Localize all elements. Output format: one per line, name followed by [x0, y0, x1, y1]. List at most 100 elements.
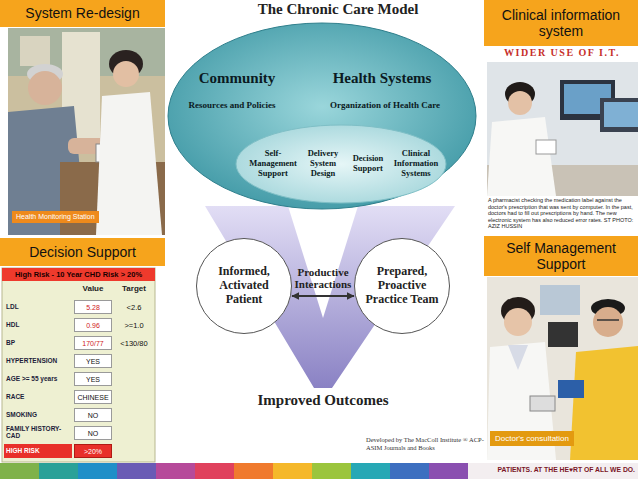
section-label: System Re-design — [0, 0, 165, 27]
photo-caption-tag: Health Monitoring Station — [12, 211, 99, 223]
consultation-photo-shape — [570, 346, 638, 460]
node-text: Self Management Support — [490, 240, 632, 272]
footer-stripes-shape — [312, 463, 351, 479]
section-label: Decision Support — [0, 238, 165, 266]
section-label: Self Management Support — [484, 236, 638, 276]
consultation-photo-shape — [508, 345, 528, 370]
row-label: RACE — [4, 390, 72, 404]
credit-note: Developed by The MacColl Institute ® ACP… — [366, 436, 484, 452]
consultation-photo — [487, 277, 638, 460]
diagram-title: The Chronic Care Model — [238, 1, 438, 18]
footer-stripes-shape — [390, 463, 429, 479]
row-label: HDL — [4, 318, 72, 332]
health-station-photo-shape — [28, 71, 62, 105]
value-cell: YES — [74, 372, 112, 386]
pharmacist-photo-shape — [487, 117, 556, 196]
node-text: Community — [185, 70, 289, 87]
node-text: Clinical Information Systems — [391, 149, 441, 178]
value-cell: 170/77 — [74, 336, 112, 350]
pharmacist-photo-shape — [536, 140, 556, 154]
ellipse-outline — [168, 23, 476, 209]
column-header: Value — [74, 284, 112, 293]
node-text: Informed, Activated Patient — [203, 265, 285, 306]
value-cell: 5.28 — [74, 300, 112, 314]
node-text: High Risk - 10 Year CHD Risk > 20% — [4, 270, 153, 279]
pharmacist-photo — [487, 62, 638, 196]
target-cell: <130/80 — [115, 336, 153, 350]
value-cell: YES — [74, 354, 112, 368]
footer-stripes-shape — [429, 463, 468, 479]
footer-stripes-shape — [0, 463, 39, 479]
risk-table-panel — [2, 268, 155, 462]
row-label: HIGH RISK — [4, 444, 72, 458]
node-text: Self-Management Support — [247, 149, 299, 178]
section-label: Clinical information system — [484, 0, 638, 46]
footer-stripes-shape — [351, 463, 390, 479]
row-label: SMOKING — [4, 408, 72, 422]
health-station-photo — [8, 28, 165, 235]
health-station-photo-shape — [20, 36, 50, 66]
row-label: LDL — [4, 300, 72, 314]
node-text: Decision Support — [347, 154, 389, 174]
footer-stripes-shape — [195, 463, 234, 479]
team-circle: Prepared, Proactive Practice Team — [354, 238, 450, 334]
consultation-photo-shape — [540, 285, 580, 315]
value-cell: 0.96 — [74, 318, 112, 332]
footer-stripes-shape — [156, 463, 195, 479]
node-text: Delivery System Design — [301, 149, 345, 178]
health-station-photo-shape — [113, 61, 139, 87]
row-label: FAMILY HISTORY-CAD — [4, 426, 72, 440]
outcome-text: Improved Outcomes — [233, 392, 413, 409]
risk-header-band: High Risk - 10 Year CHD Risk > 20% — [2, 268, 155, 281]
footer-stripes-shape — [117, 463, 156, 479]
consultation-photo-shape — [597, 319, 619, 321]
value-cell: NO — [74, 408, 112, 422]
pharmacist-photo-shape — [487, 62, 638, 196]
consultation-photo-shape — [504, 308, 532, 336]
pharmacist-photo-shape — [508, 91, 532, 115]
patient-circle: Informed, Activated Patient — [196, 238, 292, 334]
photo-headline: WIDER USE OF I.T. — [488, 47, 636, 58]
row-label: HYPERTENSION — [4, 354, 72, 368]
row-label: BP — [4, 336, 72, 350]
node-text: Organization of Health Care — [305, 100, 465, 110]
footer-stripes-shape — [39, 463, 78, 479]
node-text: Clinical information system — [490, 7, 632, 39]
footer-stripes-shape — [234, 463, 273, 479]
footer-stripes — [0, 463, 638, 479]
consultation-photo-shape — [558, 380, 584, 398]
node-text: Resources and Policies — [167, 100, 297, 110]
inner-ellipse: Self-Management SupportDelivery System D… — [235, 124, 447, 204]
node-text: Decision Support — [29, 244, 136, 260]
consultation-photo-shape — [530, 396, 555, 411]
footer-stripes-shape — [78, 463, 117, 479]
health-station-photo-shape — [8, 28, 165, 235]
node-text: Health Monitoring Station — [16, 213, 95, 221]
pharmacist-photo-shape — [600, 98, 638, 132]
health-station-photo-shape — [96, 92, 162, 235]
node-text: Prepared, Proactive Practice Team — [361, 265, 443, 306]
edge-label: Productive Interactions — [292, 266, 354, 290]
outer-ellipse: Community Health SystemsResources and Pol… — [167, 22, 477, 210]
pharmacist-photo-shape — [604, 102, 638, 127]
slogan: PATIENTS. AT THE HE♥RT OF ALL WE DO. — [468, 466, 635, 473]
consultation-photo-shape — [548, 322, 578, 347]
value-cell: CHINESE — [74, 390, 112, 404]
photo-caption-tag: Doctor's consultation — [490, 431, 574, 446]
photo-caption: A pharmacist checking the medication lab… — [488, 197, 636, 230]
node-text: Health Systems — [307, 70, 457, 87]
target-cell: <2.6 — [115, 300, 153, 314]
consultation-photo-shape — [487, 277, 638, 460]
footer-stripes-shape — [468, 463, 638, 479]
consultation-photo-shape — [593, 307, 623, 337]
target-cell: >=1.0 — [115, 318, 153, 332]
interaction-arrow — [292, 295, 354, 297]
node-text: System Re-design — [25, 5, 139, 21]
column-header: Target — [115, 284, 153, 293]
ellipse-outline — [236, 125, 446, 203]
value-cell: NO — [74, 426, 112, 440]
node-text: Doctor's consultation — [495, 434, 569, 443]
footer-stripes-shape — [273, 463, 312, 479]
value-cell: >20% — [74, 444, 112, 458]
